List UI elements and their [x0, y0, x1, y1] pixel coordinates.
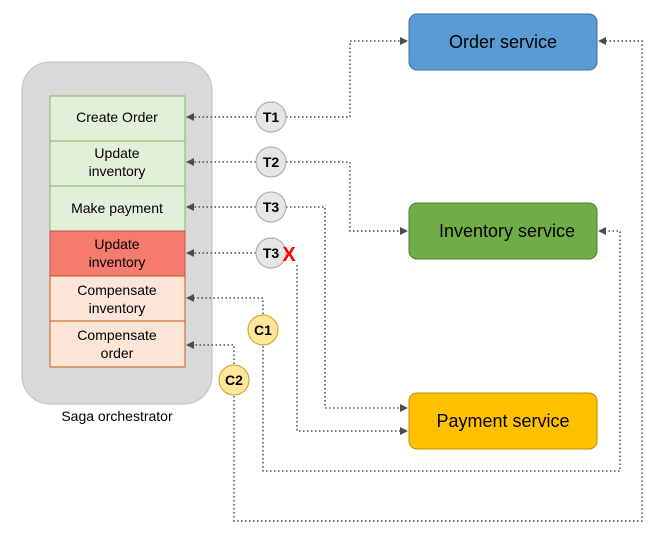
step-compensate-order: Compensate order [49, 320, 186, 368]
step-create-order: Create Order [49, 95, 186, 142]
step-label-line2: order [101, 345, 134, 361]
step-update-inventory-failed: Update inventory [49, 230, 186, 277]
t3-failed-link-to-payment-service [296, 265, 408, 435]
service-label: Order service [449, 32, 557, 52]
badge-circle [247, 314, 279, 346]
step-label-line1: Compensate [77, 282, 157, 298]
badge-t3: T3 [255, 191, 287, 223]
step-box [49, 320, 186, 368]
c2-link-to-order-service [233, 37, 643, 522]
t1-link-to-order-service [286, 37, 408, 118]
badge-t3-failed: T3 X [255, 237, 296, 269]
c1-link-to-step [186, 294, 264, 314]
badge-label: T3 [263, 245, 280, 261]
step-make-payment: Make payment [49, 185, 186, 232]
badge-c2: C2 [218, 364, 250, 396]
badge-label: T3 [263, 199, 280, 215]
service-box [408, 13, 598, 71]
t3-link-to-payment-service [286, 206, 408, 412]
badge-circle [255, 101, 287, 133]
service-label: Inventory service [439, 221, 575, 241]
step-label: Make payment [71, 200, 163, 216]
payment-service: Payment service [408, 392, 598, 450]
badge-t2: T2 [255, 146, 287, 178]
badge-label: C2 [225, 372, 243, 388]
badge-circle [255, 237, 287, 269]
step-label-line2: inventory [89, 300, 146, 316]
failure-x-icon: X [282, 244, 296, 266]
orchestrator-caption: Saga orchestrator [61, 408, 173, 424]
badge-t1: T1 [255, 101, 287, 133]
step-box [49, 140, 186, 187]
badge-circle [255, 191, 287, 223]
step-box [49, 95, 186, 142]
step-compensate-inventory: Compensate inventory [49, 275, 186, 322]
badge-circle [218, 364, 250, 396]
step-label-line1: Update [94, 145, 139, 161]
service-box [408, 202, 598, 260]
step-update-inventory: Update inventory [49, 140, 186, 187]
step-label-line1: Compensate [77, 327, 157, 343]
t2-link-to-inventory-service [286, 161, 408, 235]
step-label-line1: Update [94, 236, 139, 252]
badge-circle [255, 146, 287, 178]
step-label-line2: inventory [89, 163, 146, 179]
inventory-service: Inventory service [408, 202, 598, 260]
order-service: Order service [408, 13, 598, 71]
step-label: Create Order [76, 109, 158, 125]
badge-label: T1 [263, 109, 280, 125]
badge-label: T2 [263, 154, 280, 170]
service-box [408, 392, 598, 450]
badge-label: C1 [254, 322, 272, 338]
badge-c1: C1 [247, 314, 279, 346]
c1-link-to-inventory-service [262, 227, 621, 472]
step-label-line2: inventory [89, 254, 146, 270]
step-box [49, 185, 186, 232]
service-label: Payment service [436, 411, 569, 431]
